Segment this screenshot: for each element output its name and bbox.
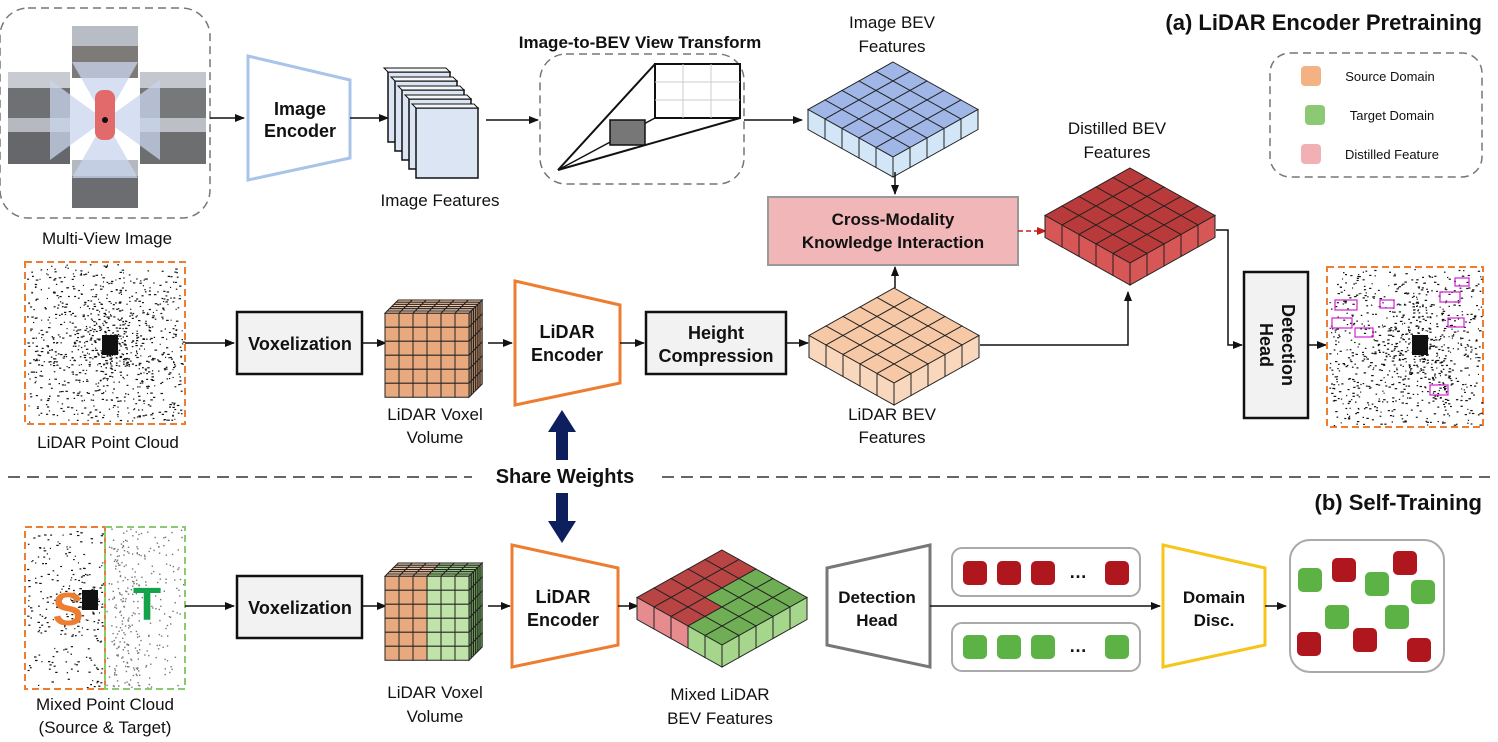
voxel-volume-bottom-label-line2: Volume <box>407 707 464 726</box>
lidar-encoder-bottom: LiDAR Encoder <box>510 543 620 669</box>
svg-text:…: … <box>1069 636 1087 656</box>
lidar-point-cloud <box>24 261 186 425</box>
legend-distilled-label: Distilled Feature <box>1345 147 1439 162</box>
lidar-bev-label-line1: LiDAR BEV <box>848 405 937 424</box>
svg-text:Detection: Detection <box>1278 304 1298 386</box>
svg-text:Voxelization: Voxelization <box>248 334 352 354</box>
svg-text:…: … <box>1069 562 1087 582</box>
image-bev-label-line2: Features <box>858 37 925 56</box>
target-letter: T <box>133 578 161 630</box>
share-weights-arrow <box>548 410 576 543</box>
point-cloud-label: LiDAR Point Cloud <box>37 433 179 452</box>
image-bev-label-line1: Image BEV <box>849 13 936 32</box>
share-weights-label: Share Weights <box>496 466 635 488</box>
voxel-volume-bottom-label-line1: LiDAR Voxel <box>387 683 482 702</box>
distilled-bev-label-line1: Distilled BEV <box>1068 119 1167 138</box>
arrow-lidarbev-to-distilled <box>980 291 1132 346</box>
voxel-volume-bottom <box>383 561 484 662</box>
distilled-bev-grid <box>1043 167 1217 286</box>
legend-target-label: Target Domain <box>1350 108 1435 123</box>
svg-text:Height: Height <box>688 323 744 343</box>
source-letter: S <box>53 583 84 635</box>
detection-head-bottom: Detection Head <box>825 543 932 669</box>
detection-head-top: Detection Head <box>1242 270 1310 420</box>
arrow-distilled-to-head <box>1216 229 1243 349</box>
multi-view-label: Multi-View Image <box>42 229 172 248</box>
lidar-bev-grid <box>807 287 981 406</box>
mixed-pc-label-line2: (Source & Target) <box>39 718 172 737</box>
view-transform-box <box>539 53 745 185</box>
mixed-bev-label-line1: Mixed LiDAR <box>670 685 769 704</box>
view-transform-title: Image-to-BEV View Transform <box>519 33 761 52</box>
svg-text:Encoder: Encoder <box>531 345 603 365</box>
green-token-queue: … <box>951 622 1141 672</box>
svg-text:LiDAR: LiDAR <box>536 587 591 607</box>
image-bev-grid <box>806 61 980 178</box>
legend-distilled-swatch <box>1301 144 1321 164</box>
mixed-bev-label-line2: BEV Features <box>667 709 773 728</box>
voxel-volume-top <box>383 298 484 399</box>
mixed-bev-grid <box>635 549 809 668</box>
voxelization-box-top: Voxelization <box>235 310 364 376</box>
image-encoder: Image Encoder <box>246 54 352 182</box>
multi-view-image <box>0 7 211 219</box>
voxel-volume-label-line2: Volume <box>407 428 464 447</box>
cross-modality-box: Cross-Modality Knowledge Interaction <box>767 196 1019 266</box>
svg-text:Encoder: Encoder <box>264 121 336 141</box>
svg-text:Image: Image <box>274 99 326 119</box>
svg-text:Detection: Detection <box>838 588 915 607</box>
svg-text:Head: Head <box>1256 323 1276 367</box>
lidar-encoder-top: LiDAR Encoder <box>513 279 622 407</box>
distilled-bev-label-line2: Features <box>1083 143 1150 162</box>
height-compression-box: Height Compression <box>644 310 788 376</box>
legend-source-swatch <box>1301 66 1321 86</box>
legend-source-label: Source Domain <box>1345 69 1435 84</box>
pretraining-title: (a) LiDAR Encoder Pretraining <box>1165 10 1482 35</box>
svg-text:Cross-Modality: Cross-Modality <box>832 210 955 229</box>
voxelization-box-bottom: Voxelization <box>235 574 364 640</box>
svg-text:Compression: Compression <box>658 346 773 366</box>
legend-target-swatch <box>1305 105 1325 125</box>
domain-output <box>1289 539 1445 673</box>
image-features-label: Image Features <box>380 191 499 210</box>
legend: Source Domain Target Domain Distilled Fe… <box>1269 52 1483 178</box>
mixed-pc-label-line1: Mixed Point Cloud <box>36 695 174 714</box>
svg-text:Voxelization: Voxelization <box>248 598 352 618</box>
svg-text:Domain: Domain <box>1183 588 1245 607</box>
lidar-bev-label-line2: Features <box>858 428 925 447</box>
mixed-point-cloud: S T <box>24 526 186 690</box>
svg-text:Knowledge Interaction: Knowledge Interaction <box>802 233 984 252</box>
voxel-volume-label-line1: LiDAR Voxel <box>387 405 482 424</box>
svg-text:Disc.: Disc. <box>1194 611 1235 630</box>
image-features-stack <box>382 67 480 179</box>
self-training-title: (b) Self-Training <box>1315 490 1482 515</box>
svg-text:Head: Head <box>856 611 898 630</box>
detection-output <box>1326 266 1484 428</box>
red-token-queue: … <box>951 547 1141 597</box>
domain-discriminator: Domain Disc. <box>1161 543 1267 669</box>
svg-text:Encoder: Encoder <box>527 610 599 630</box>
svg-text:LiDAR: LiDAR <box>540 322 595 342</box>
